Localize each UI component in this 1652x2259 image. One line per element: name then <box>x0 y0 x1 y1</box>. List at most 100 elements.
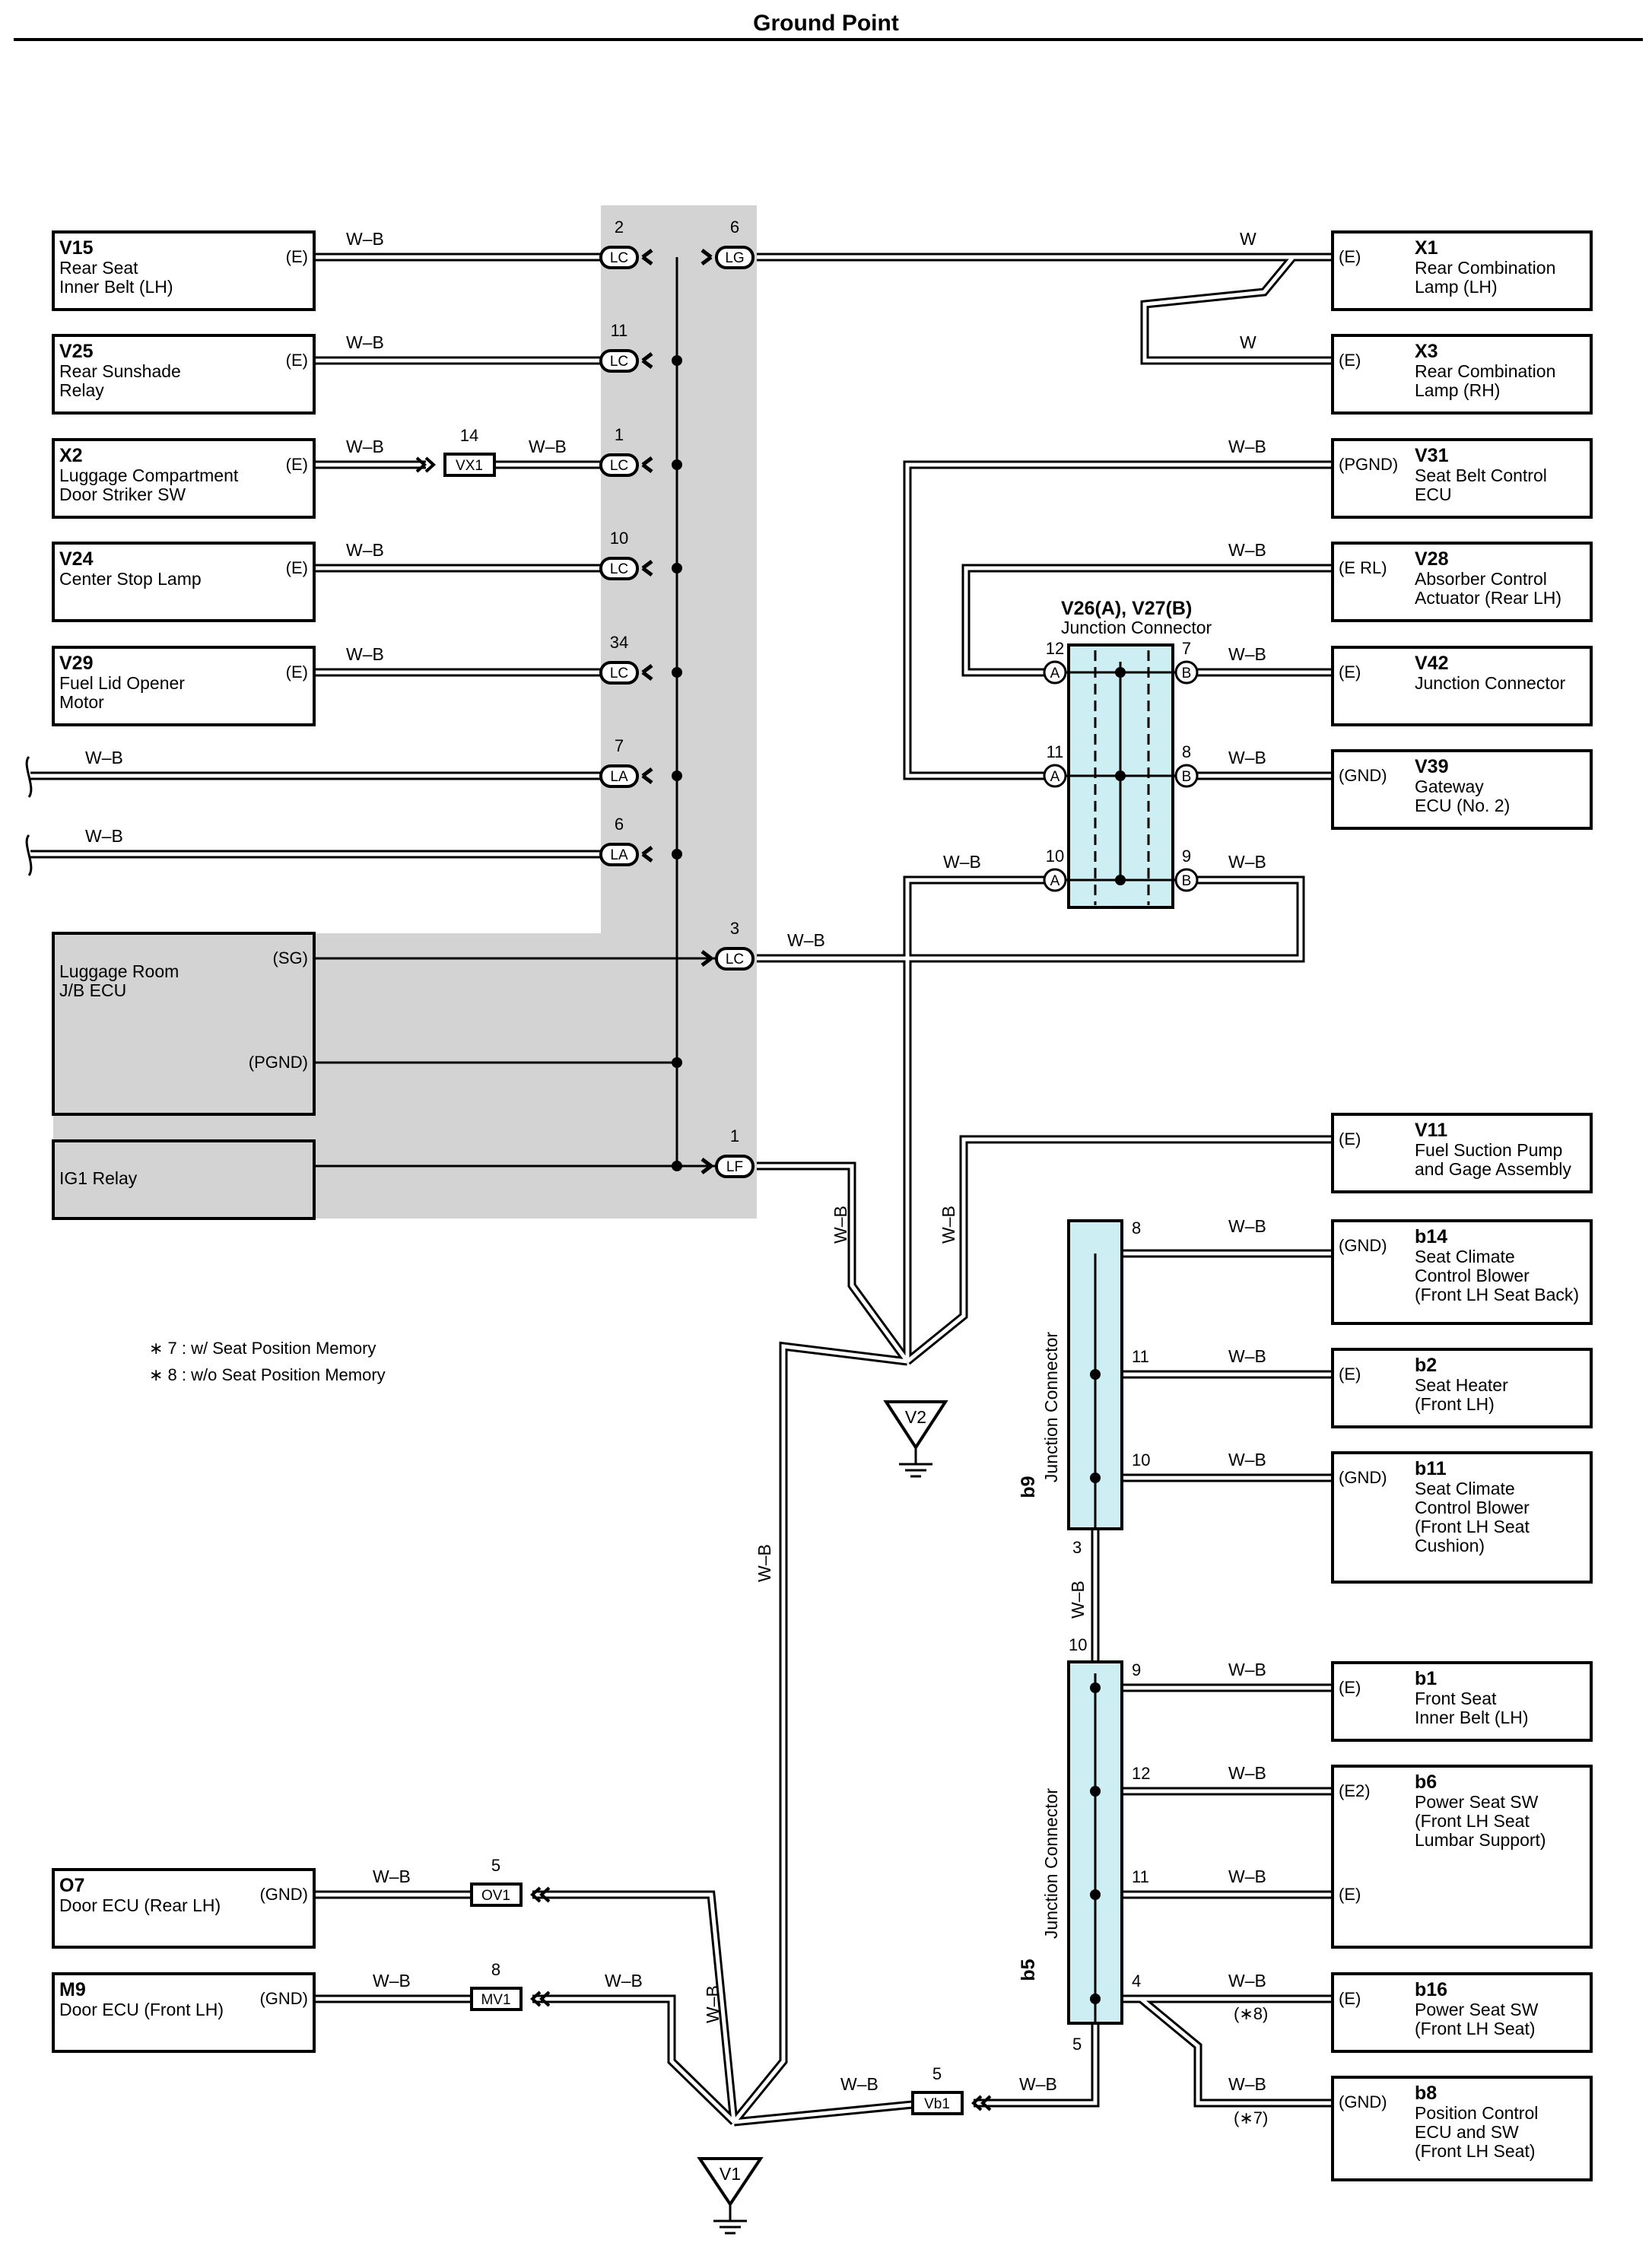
svg-text:Seat Heater: Seat Heater <box>1415 1375 1508 1395</box>
svg-text:b6: b6 <box>1415 1771 1437 1793</box>
svg-text:LC: LC <box>610 250 628 266</box>
svg-text:W–B: W–B <box>703 1985 723 2023</box>
svg-text:Door ECU (Rear LH): Door ECU (Rear LH) <box>59 1895 221 1915</box>
connector-lc-1: LC 1 <box>599 425 653 477</box>
component-b1: (E) b1 Front Seat Inner Belt (LH) <box>1331 1661 1593 1742</box>
svg-text:W–B: W–B <box>346 437 384 456</box>
svg-text:12: 12 <box>1046 639 1064 658</box>
svg-text:W–B: W–B <box>373 1971 411 1991</box>
svg-text:A: A <box>1050 769 1060 785</box>
svg-text:(PGND): (PGND) <box>249 1053 308 1072</box>
wires <box>30 253 1333 2127</box>
connector-lc-10: LC 10 <box>599 529 653 580</box>
svg-text:∗ 8 : w/o Seat Position Memory: ∗ 8 : w/o Seat Position Memory <box>149 1365 386 1384</box>
svg-text:Junction Connector: Junction Connector <box>1415 673 1566 693</box>
svg-text:b1: b1 <box>1415 1668 1437 1689</box>
note-mark-8: (∗8) <box>1234 2004 1268 2023</box>
svg-text:W: W <box>1240 229 1256 249</box>
component-x2: X2 Luggage Compartment Door Striker SW (… <box>52 438 316 519</box>
svg-text:IG1 Relay: IG1 Relay <box>59 1168 138 1188</box>
svg-text:VX1: VX1 <box>456 458 483 474</box>
svg-text:5: 5 <box>1072 2035 1082 2054</box>
svg-text:Seat Belt Control: Seat Belt Control <box>1415 465 1547 485</box>
svg-text:Door ECU (Front LH): Door ECU (Front LH) <box>59 2000 224 2019</box>
ground-v1: V1 <box>697 2157 764 2235</box>
svg-text:(Front LH Seat): (Front LH Seat) <box>1415 2019 1536 2038</box>
svg-text:Vb1: Vb1 <box>924 2096 950 2112</box>
svg-text:V2: V2 <box>905 1407 926 1427</box>
svg-text:34: 34 <box>610 633 628 652</box>
svg-text:2: 2 <box>615 218 624 237</box>
svg-text:7: 7 <box>615 736 624 755</box>
svg-text:6: 6 <box>730 218 739 237</box>
svg-text:Luggage Compartment: Luggage Compartment <box>59 465 239 485</box>
svg-text:V1: V1 <box>720 2164 741 2184</box>
svg-text:1: 1 <box>730 1126 739 1145</box>
svg-text:b2: b2 <box>1415 1355 1437 1376</box>
svg-text:Relay: Relay <box>59 380 104 400</box>
svg-text:(E): (E) <box>1339 662 1361 682</box>
svg-text:8: 8 <box>1132 1218 1141 1238</box>
svg-text:ECU and SW: ECU and SW <box>1415 2122 1519 2142</box>
ig1-relay: IG1 Relay <box>52 1139 316 1220</box>
svg-text:W–B: W–B <box>346 332 384 352</box>
svg-text:(Front LH Seat: (Front LH Seat <box>1415 1517 1530 1536</box>
svg-text:A: A <box>1050 666 1060 682</box>
junction-b9: 8 11 10 3 Junction Connector b9 <box>1018 1218 1150 1557</box>
svg-text:O7: O7 <box>59 1875 84 1896</box>
component-b6: (E2) (E) b6 Power Seat SW (Front LH Seat… <box>1331 1765 1593 1949</box>
svg-text:Cushion): Cushion) <box>1415 1536 1485 1555</box>
connector-la-6: LA 6 <box>599 815 653 866</box>
svg-text:W–B: W–B <box>1228 748 1266 767</box>
svg-text:Power Seat SW: Power Seat SW <box>1415 2000 1539 2019</box>
svg-text:Seat Climate: Seat Climate <box>1415 1479 1515 1498</box>
svg-text:LC: LC <box>610 666 628 682</box>
connector-mv1: MV1 8 <box>470 1960 551 2011</box>
svg-text:∗ 7 : w/ Seat Position Memory: ∗ 7 : w/ Seat Position Memory <box>149 1339 376 1358</box>
svg-text:Rear Sunshade: Rear Sunshade <box>59 361 181 381</box>
connector-ov1: OV1 5 <box>470 1856 551 1907</box>
svg-text:(E): (E) <box>1339 1678 1361 1697</box>
svg-text:LA: LA <box>610 847 628 863</box>
svg-text:(Front LH Seat): (Front LH Seat) <box>1415 2141 1536 2161</box>
svg-text:LC: LC <box>610 458 628 474</box>
component-v28: (E RL) V28 Absorber Control Actuator (Re… <box>1331 542 1593 622</box>
svg-text:V31: V31 <box>1415 445 1449 466</box>
component-v42: (E) V42 Junction Connector <box>1331 646 1593 726</box>
component-b14: (GND) b14 Seat Climate Control Blower (F… <box>1331 1219 1593 1325</box>
svg-text:W–B: W–B <box>605 1971 643 1991</box>
svg-text:(GND): (GND) <box>1339 1236 1387 1255</box>
svg-text:M9: M9 <box>59 1979 86 2000</box>
component-v39: (GND) V39 Gateway ECU (No. 2) <box>1331 749 1593 830</box>
svg-text:B: B <box>1182 873 1192 889</box>
left-components: V15 Rear Seat Inner Belt (LH) (E) V25 Re… <box>52 230 316 2053</box>
svg-text:LF: LF <box>726 1159 743 1175</box>
svg-text:MV1: MV1 <box>481 1992 510 2008</box>
connector-vx1: VX1 14 <box>415 426 496 477</box>
svg-text:b5: b5 <box>1018 1959 1039 1981</box>
svg-text:Control Blower: Control Blower <box>1415 1498 1530 1517</box>
svg-text:b8: b8 <box>1415 2083 1437 2104</box>
svg-text:W–B: W–B <box>787 930 825 950</box>
notes: ∗ 7 : w/ Seat Position Memory ∗ 8 : w/o … <box>149 1339 386 1384</box>
svg-text:Lamp (LH): Lamp (LH) <box>1415 277 1498 297</box>
svg-text:W–B: W–B <box>1019 2074 1057 2094</box>
svg-text:9: 9 <box>1132 1660 1141 1679</box>
svg-text:Rear Combination: Rear Combination <box>1415 258 1555 278</box>
svg-text:Lumbar Support): Lumbar Support) <box>1415 1830 1546 1850</box>
svg-text:LA: LA <box>610 769 628 785</box>
svg-text:Front Seat: Front Seat <box>1415 1689 1497 1708</box>
svg-text:b9: b9 <box>1018 1476 1039 1498</box>
svg-text:(Front LH Seat: (Front LH Seat <box>1415 1811 1530 1831</box>
svg-text:(SG): (SG) <box>273 948 308 967</box>
svg-text:6: 6 <box>615 815 624 834</box>
svg-text:Inner Belt (LH): Inner Belt (LH) <box>59 277 173 297</box>
svg-text:Rear Combination: Rear Combination <box>1415 361 1555 381</box>
svg-text:W–B: W–B <box>840 2074 878 2094</box>
svg-text:Motor: Motor <box>59 692 104 712</box>
svg-text:(E): (E) <box>1339 1989 1361 2008</box>
component-b11: (GND) b11 Seat Climate Control Blower (F… <box>1331 1451 1593 1584</box>
component-v24: V24 Center Stop Lamp (E) <box>52 542 316 622</box>
svg-text:5: 5 <box>491 1856 500 1875</box>
svg-text:W–B: W–B <box>373 1867 411 1886</box>
